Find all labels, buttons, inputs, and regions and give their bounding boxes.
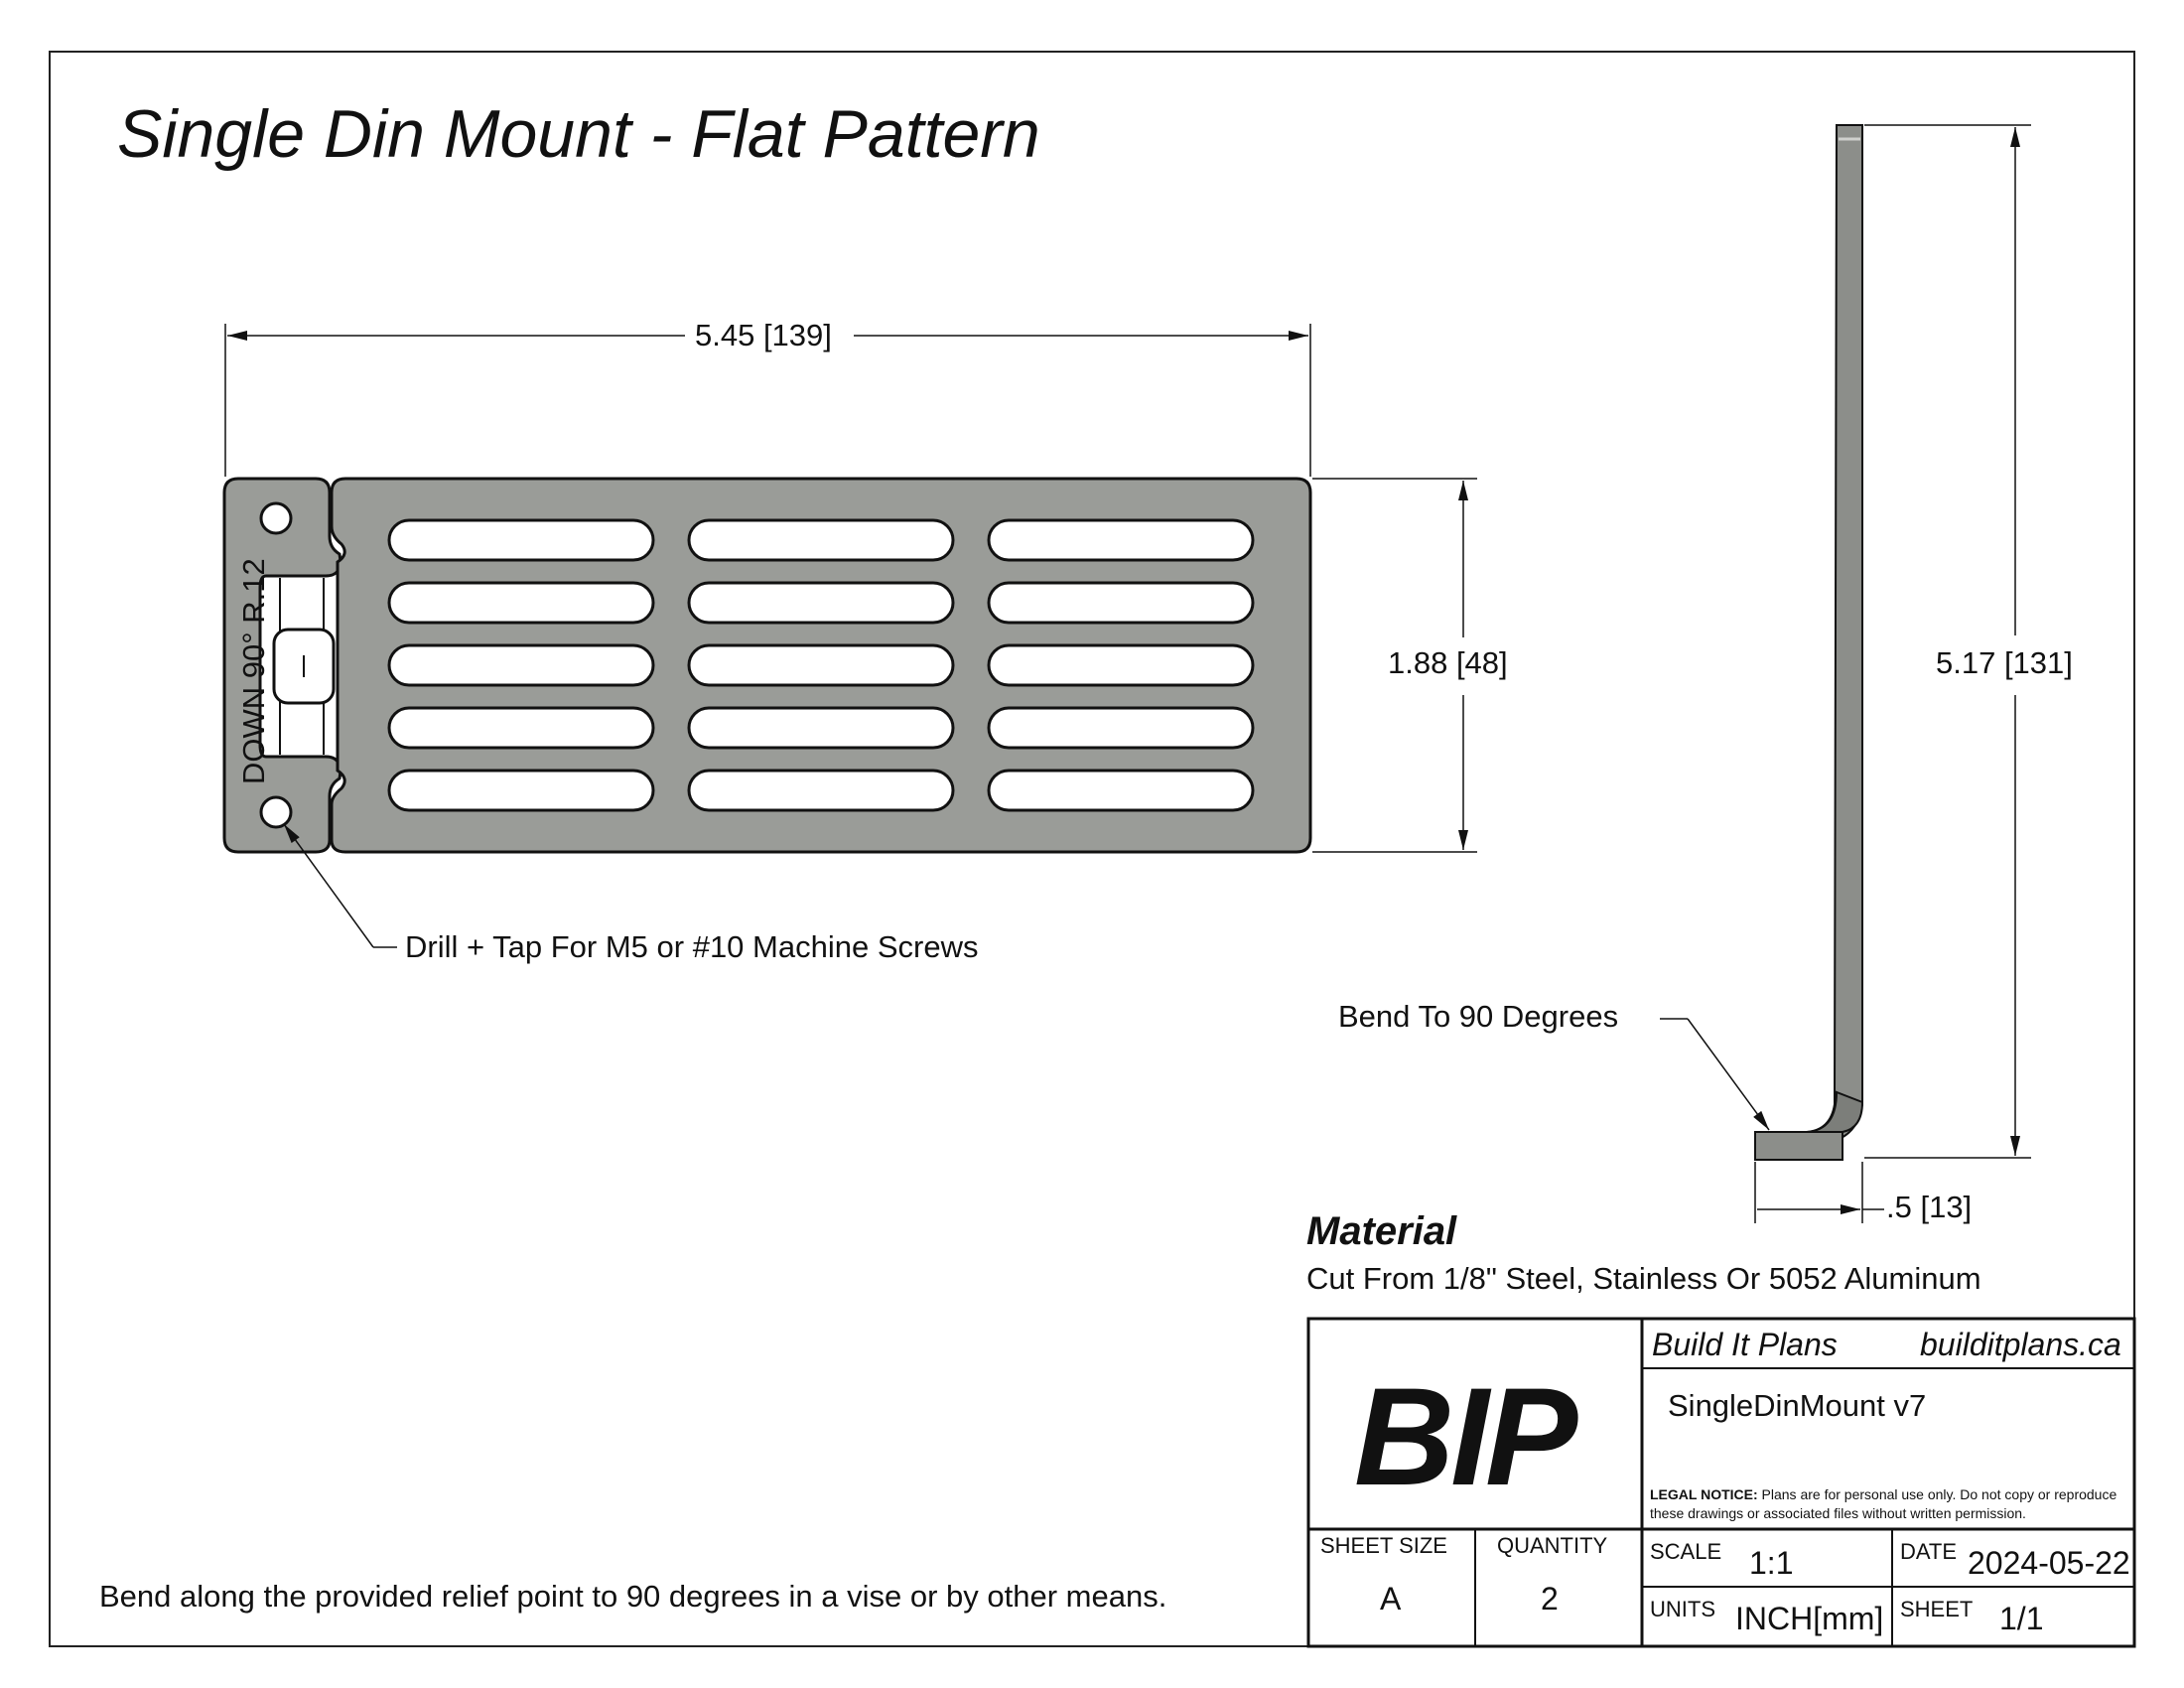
units-label: UNITS: [1650, 1597, 1715, 1621]
legal-notice: LEGAL NOTICE: Plans are for personal use…: [1650, 1485, 2146, 1523]
quantity-value: 2: [1541, 1581, 1559, 1617]
legal-notice-text: Plans are for personal use only. Do not …: [1650, 1486, 2117, 1521]
width-dimension-label: 5.45 [139]: [695, 318, 832, 352]
company-logo: BIP: [1354, 1358, 1577, 1514]
material-heading: Material: [1306, 1209, 1457, 1253]
vent-slot: [687, 706, 955, 750]
height-dimension-label: 1.88 [48]: [1388, 645, 1508, 680]
mounting-hole-bottom: [259, 795, 293, 829]
vent-slot: [387, 643, 655, 687]
vent-slot: [987, 581, 1255, 625]
company-website: builditplans.ca: [1920, 1327, 2121, 1362]
side-length-dimension: [1864, 124, 2031, 1159]
footer-note: Bend along the provided relief point to …: [99, 1579, 1167, 1614]
vent-slot: [987, 518, 1255, 562]
scale-value: 1:1: [1749, 1545, 1794, 1581]
sheet-label: SHEET: [1900, 1597, 1974, 1621]
width-dimension: [224, 324, 1311, 477]
date-label: DATE: [1900, 1539, 1958, 1564]
vent-slot: [687, 518, 955, 562]
vent-slot: [687, 769, 955, 812]
vent-slot: [387, 581, 655, 625]
drill-callout: Drill + Tap For M5 or #10 Machine Screws: [405, 929, 979, 964]
company-name: Build It Plans: [1652, 1327, 1838, 1362]
bend-label: DOWN 90° R.12: [236, 558, 271, 784]
vent-slots: [387, 518, 1255, 812]
bend-callout: Bend To 90 Degrees: [1338, 999, 1619, 1034]
quantity-label: QUANTITY: [1497, 1533, 1608, 1558]
sheet-size-label: SHEET SIZE: [1320, 1533, 1447, 1558]
vent-slot: [687, 581, 955, 625]
part-name: SingleDinMount v7: [1668, 1388, 1927, 1423]
vent-slot: [387, 769, 655, 812]
foot-dimension-label: .5 [13]: [1886, 1190, 1973, 1224]
flat-pattern-plate: [222, 477, 1312, 854]
sheet-border: [49, 51, 2135, 1647]
side-view-profile: [1754, 124, 1863, 1162]
drill-leader: [283, 823, 397, 948]
vent-slot: [387, 518, 655, 562]
vent-slot: [387, 706, 655, 750]
side-view: [1754, 124, 1864, 1162]
bend-leader: [1660, 1018, 1770, 1131]
page-title: Single Din Mount - Flat Pattern: [117, 96, 1040, 172]
vent-slot: [987, 769, 1255, 812]
foot-dimension: [1754, 1162, 1884, 1223]
sheet-value: 1/1: [1999, 1601, 2044, 1636]
sheet-size-value: A: [1380, 1581, 1402, 1617]
plate-tab: [222, 477, 342, 854]
material-description: Cut From 1/8" Steel, Stainless Or 5052 A…: [1306, 1261, 1981, 1296]
vent-slot: [987, 706, 1255, 750]
date-value: 2024-05-22: [1968, 1545, 2130, 1581]
units-value: INCH[mm]: [1735, 1601, 1884, 1636]
vent-slot: [687, 643, 955, 687]
scale-label: SCALE: [1650, 1539, 1722, 1564]
title-block: [1306, 1317, 2136, 1648]
mounting-hole-top: [259, 501, 293, 535]
legal-notice-label: LEGAL NOTICE:: [1650, 1486, 1758, 1502]
height-dimension: [1312, 478, 1477, 853]
side-view-foot: [1754, 1131, 1843, 1161]
vent-slot: [987, 643, 1255, 687]
side-length-dimension-label: 5.17 [131]: [1936, 645, 2073, 680]
